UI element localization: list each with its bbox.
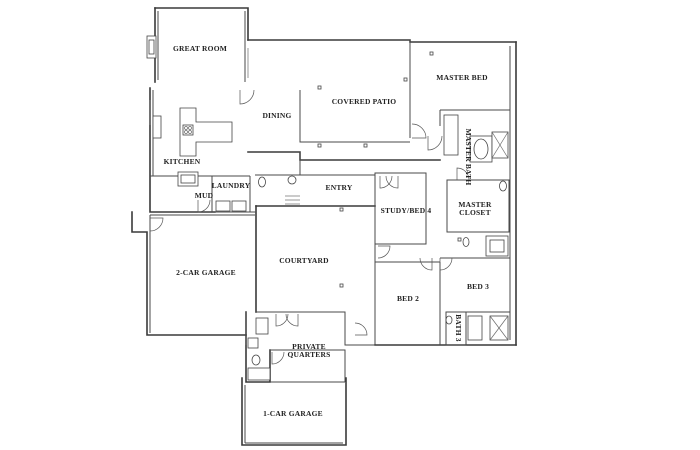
label-laundry: LAUNDRY [212, 181, 251, 190]
label-one-car-garage: 1-CAR GARAGE [263, 409, 323, 418]
label-master-closet-2: CLOSET [459, 208, 491, 217]
walls [131, 7, 517, 446]
label-master-bath: MASTER BATH [464, 129, 473, 186]
label-bed2: BED 2 [397, 294, 419, 303]
fixtures [146, 35, 509, 381]
label-dining: DINING [262, 111, 291, 120]
label-master-closet-1: MASTER [458, 200, 492, 209]
label-two-car-garage: 2-CAR GARAGE [176, 268, 236, 277]
label-kitchen: KITCHEN [164, 157, 201, 166]
label-covered-patio: COVERED PATIO [332, 97, 397, 106]
label-entry: ENTRY [326, 183, 353, 192]
label-bed3: BED 3 [467, 282, 489, 291]
label-great-room: GREAT ROOM [173, 44, 227, 53]
label-master-bed: MASTER BED [436, 73, 488, 82]
label-study-bed4: STUDY/BED 4 [381, 206, 432, 215]
label-private-quarters-2: QUARTERS [287, 350, 330, 359]
room-labels: GREAT ROOM DINING COVERED PATIO MASTER B… [164, 44, 492, 418]
label-mud: MUD [195, 191, 214, 200]
doors [149, 89, 453, 365]
label-bath3: BATH 3 [454, 314, 463, 342]
label-private-quarters-1: PRIVATE [292, 342, 326, 351]
label-courtyard: COURTYARD [279, 256, 329, 265]
